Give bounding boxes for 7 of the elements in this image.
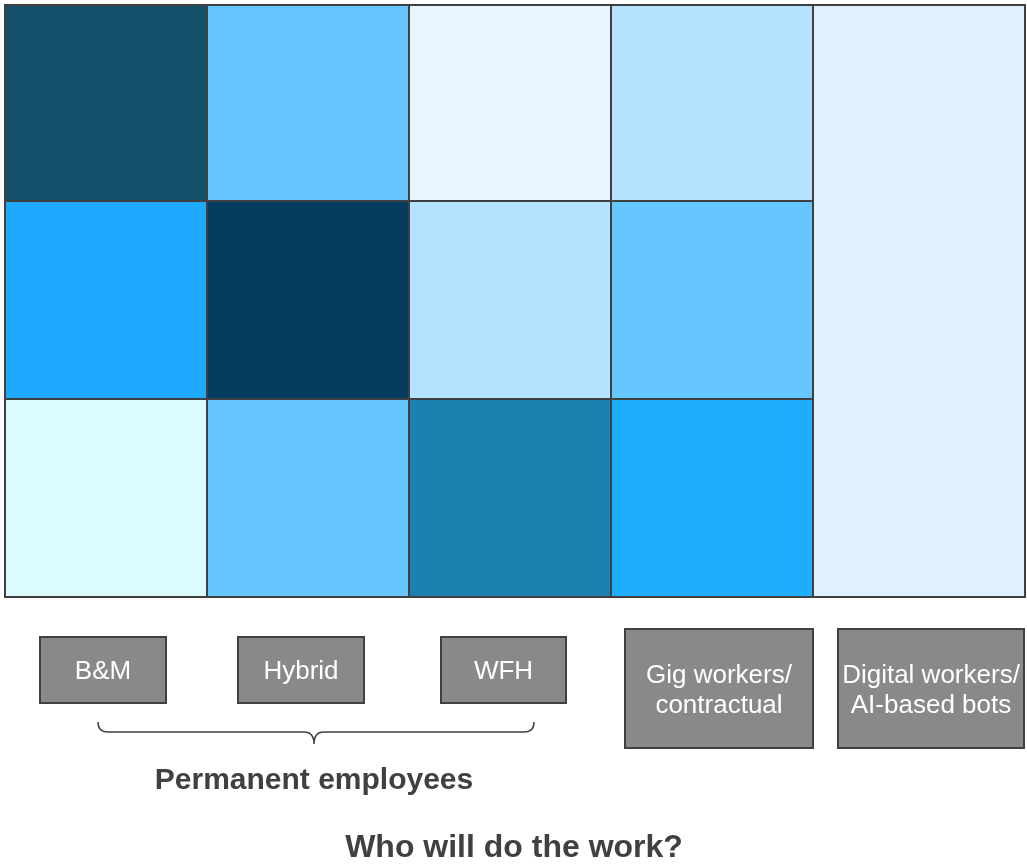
caption: Who will do the work? bbox=[345, 828, 683, 865]
group-label: Permanent employees bbox=[154, 762, 474, 796]
category-box: B&M bbox=[39, 636, 167, 704]
category-box: Gig workers/ contractual bbox=[624, 628, 814, 749]
category-box: WFH bbox=[440, 636, 567, 704]
category-box: Hybrid bbox=[237, 636, 365, 704]
category-box: Digital workers/ AI-based bots bbox=[837, 628, 1025, 749]
